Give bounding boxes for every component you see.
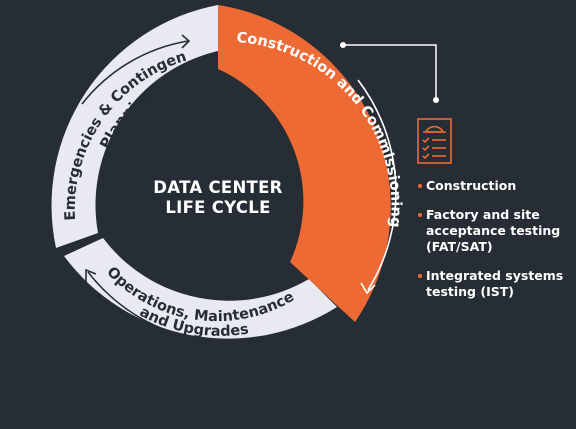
list-item: Construction	[418, 178, 576, 194]
emergencies-arrow	[81, 40, 189, 105]
construction-details-list: Construction Factory and site acceptance…	[418, 178, 576, 313]
construction-arrowhead	[360, 282, 376, 295]
operations-arrowhead	[85, 268, 97, 282]
center-title-line2: LIFE CYCLE	[165, 198, 270, 217]
list-item: Factory and site acceptance testing (FAT…	[418, 207, 576, 255]
connector-line	[340, 42, 439, 103]
emergencies-arrowhead	[181, 34, 191, 49]
list-item: Integrated systems testing (IST)	[418, 268, 576, 300]
clipboard-hardhat-icon	[417, 118, 452, 164]
operations-arrow	[87, 271, 263, 344]
center-title-line1: DATA CENTER	[153, 178, 282, 197]
segment-construction	[218, 5, 391, 322]
segment-operations-emergencies	[51, 5, 218, 248]
construction-arrow	[357, 79, 397, 291]
